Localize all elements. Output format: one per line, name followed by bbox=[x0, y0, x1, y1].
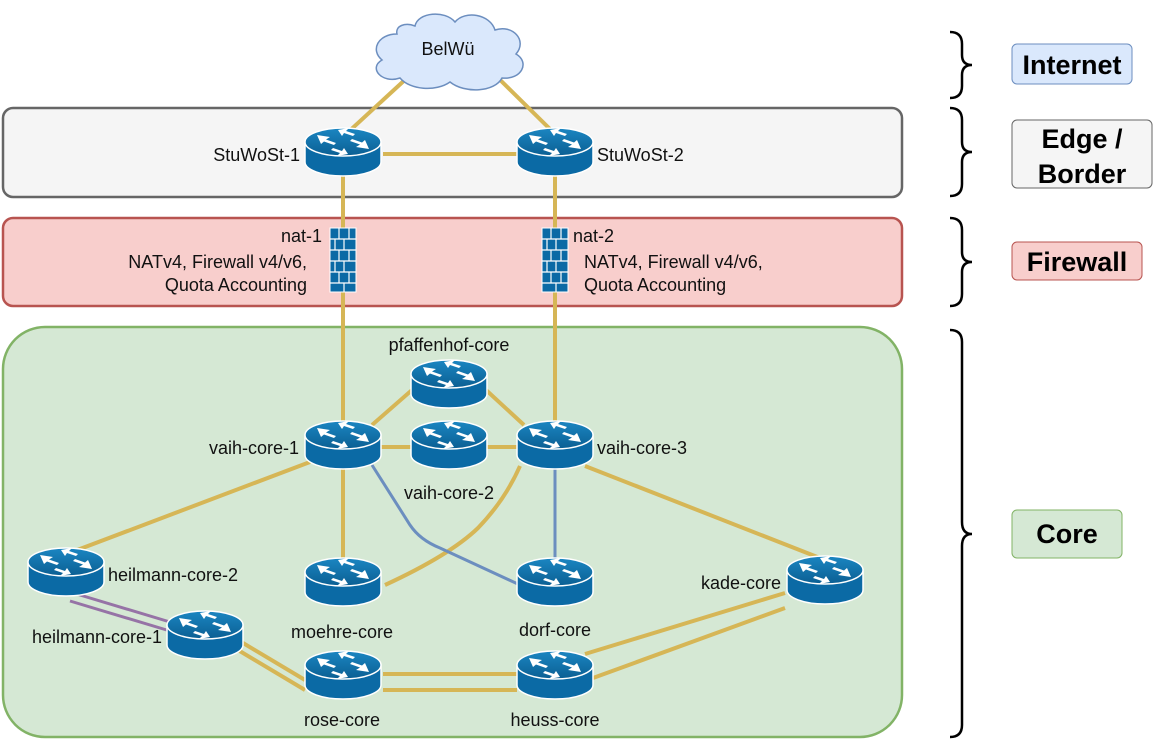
router-icon-stuwost1[interactable] bbox=[304, 127, 382, 177]
router-icon-heuss[interactable] bbox=[516, 650, 594, 700]
link-heilmann2-heilmann1-b bbox=[69, 599, 171, 633]
router-icon-vaih3[interactable] bbox=[516, 420, 594, 470]
brace-internet bbox=[949, 30, 973, 100]
router-icon-heilmann2[interactable] bbox=[27, 547, 105, 597]
label-heilmann1: heilmann-core-1 bbox=[32, 627, 162, 647]
link-vaih1-dorf bbox=[370, 464, 521, 587]
link-vaih1-pfaffenhof bbox=[370, 388, 414, 427]
label-stuwost2: StuWoSt-2 bbox=[597, 145, 684, 165]
link-heilmann2-heilmann1-a bbox=[69, 590, 171, 624]
link-vaih1-heilmann2 bbox=[71, 460, 311, 554]
internet-zone-label-box bbox=[1011, 43, 1133, 85]
link-heilmann1-rose-b bbox=[236, 648, 307, 692]
brace-edge bbox=[949, 106, 973, 198]
core-zone-label-box bbox=[1011, 509, 1123, 559]
label-kade: kade-core bbox=[701, 573, 781, 593]
belwue-label: BelWü bbox=[421, 39, 474, 59]
brace-firewall bbox=[949, 216, 973, 308]
link-heilmann1-rose-a bbox=[236, 638, 307, 682]
core-zone-label: Core bbox=[1036, 519, 1098, 549]
label-stuwost1: StuWoSt-1 bbox=[213, 145, 300, 165]
firewall-zone-label: Firewall bbox=[1027, 247, 1128, 277]
label-nat2-desc2: Quota Accounting bbox=[584, 275, 726, 295]
router-icon-vaih2[interactable] bbox=[410, 420, 488, 470]
firewall-icon-nat2[interactable] bbox=[541, 227, 569, 293]
label-pfaffenhof: pfaffenhof-core bbox=[389, 335, 510, 355]
router-icon-moehre[interactable] bbox=[304, 557, 382, 607]
router-icon-kade[interactable] bbox=[786, 555, 864, 605]
router-icon-heilmann1[interactable] bbox=[166, 610, 244, 660]
label-dorf: dorf-core bbox=[519, 620, 591, 640]
link-heuss-kade-a bbox=[584, 591, 786, 656]
label-nat2-name: nat-2 bbox=[573, 226, 614, 246]
label-nat1-desc1: NATv4, Firewall v4/v6, bbox=[128, 252, 307, 272]
brace-core bbox=[949, 328, 973, 739]
label-vaih3: vaih-core-3 bbox=[597, 438, 687, 458]
link-vaih3-kade bbox=[584, 464, 826, 562]
label-nat2-desc1: NATv4, Firewall v4/v6, bbox=[584, 252, 763, 272]
router-icon-vaih1[interactable] bbox=[304, 420, 382, 470]
label-nat1-desc2: Quota Accounting bbox=[165, 275, 307, 295]
label-nat1-name: nat-1 bbox=[281, 226, 322, 246]
label-vaih2: vaih-core-2 bbox=[404, 483, 494, 503]
firewall-icon-nat1[interactable] bbox=[329, 227, 357, 293]
link-pfaffenhof-vaih3 bbox=[484, 388, 526, 427]
edge-zone-label-line2: Border bbox=[1038, 159, 1127, 189]
firewall-zone-label-box bbox=[1011, 241, 1143, 281]
label-heuss: heuss-core bbox=[510, 710, 599, 730]
edge-zone-label-line1: Edge / bbox=[1041, 124, 1123, 154]
firewall-zone bbox=[1, 216, 904, 308]
router-icon-dorf[interactable] bbox=[516, 557, 594, 607]
label-vaih1: vaih-core-1 bbox=[209, 438, 299, 458]
router-icon-stuwost2[interactable] bbox=[516, 127, 594, 177]
router-icon-rose[interactable] bbox=[304, 650, 382, 700]
internet-zone-label: Internet bbox=[1022, 50, 1121, 80]
layer-braces bbox=[949, 30, 973, 739]
link-vaih3-moehre bbox=[384, 465, 522, 587]
belwue-cloud: BelWü bbox=[375, 13, 524, 91]
label-rose: rose-core bbox=[304, 710, 380, 730]
label-moehre: moehre-core bbox=[291, 622, 393, 642]
router-icon-pfaffenhof[interactable] bbox=[410, 359, 488, 409]
label-heilmann2: heilmann-core-2 bbox=[108, 565, 238, 585]
link-heuss-kade-b bbox=[592, 606, 786, 680]
edge-zone-label-box bbox=[1011, 119, 1153, 189]
